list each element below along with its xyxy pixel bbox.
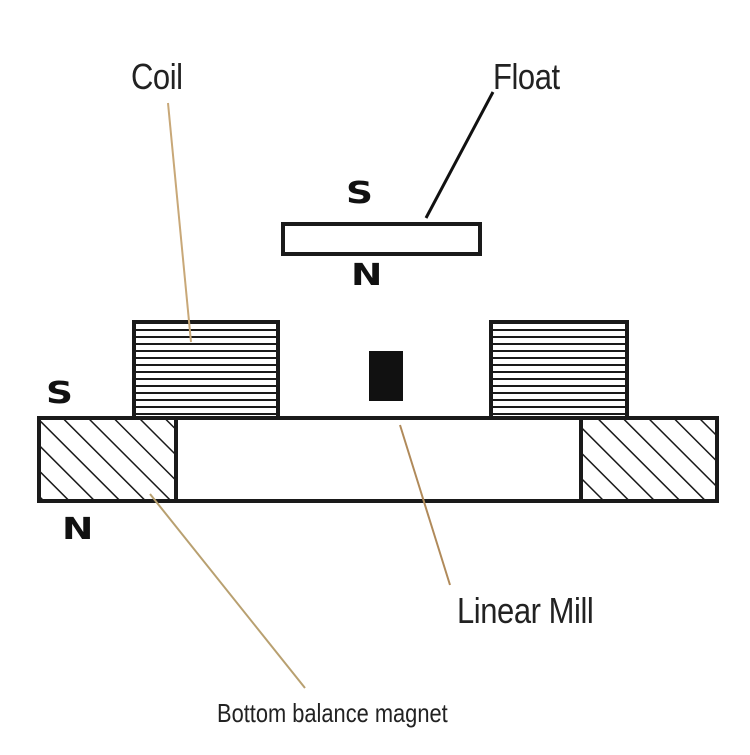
linear-mill-label: Linear Mill	[457, 590, 594, 631]
bottom-magnet-right	[579, 416, 719, 503]
coil-left	[132, 320, 280, 420]
coil-label: Coil	[131, 56, 183, 97]
linear-mill-block	[369, 351, 403, 401]
coil-leader-line	[167, 102, 192, 343]
float-magnet	[281, 222, 482, 256]
bottom-magnet-leader-line	[149, 493, 306, 689]
base-top-pole: S	[46, 376, 74, 411]
float-top-pole: S	[346, 176, 374, 211]
float-label: Float	[493, 56, 560, 97]
float-bottom-pole: N	[351, 258, 383, 293]
bottom-magnet-left	[37, 416, 178, 503]
coil-right	[489, 320, 629, 420]
float-leader-line	[424, 91, 495, 219]
linear-mill-leader-line	[399, 424, 451, 586]
bottom-magnet-label: Bottom balance magnet	[217, 698, 448, 728]
base-bottom-pole: N	[62, 512, 94, 547]
